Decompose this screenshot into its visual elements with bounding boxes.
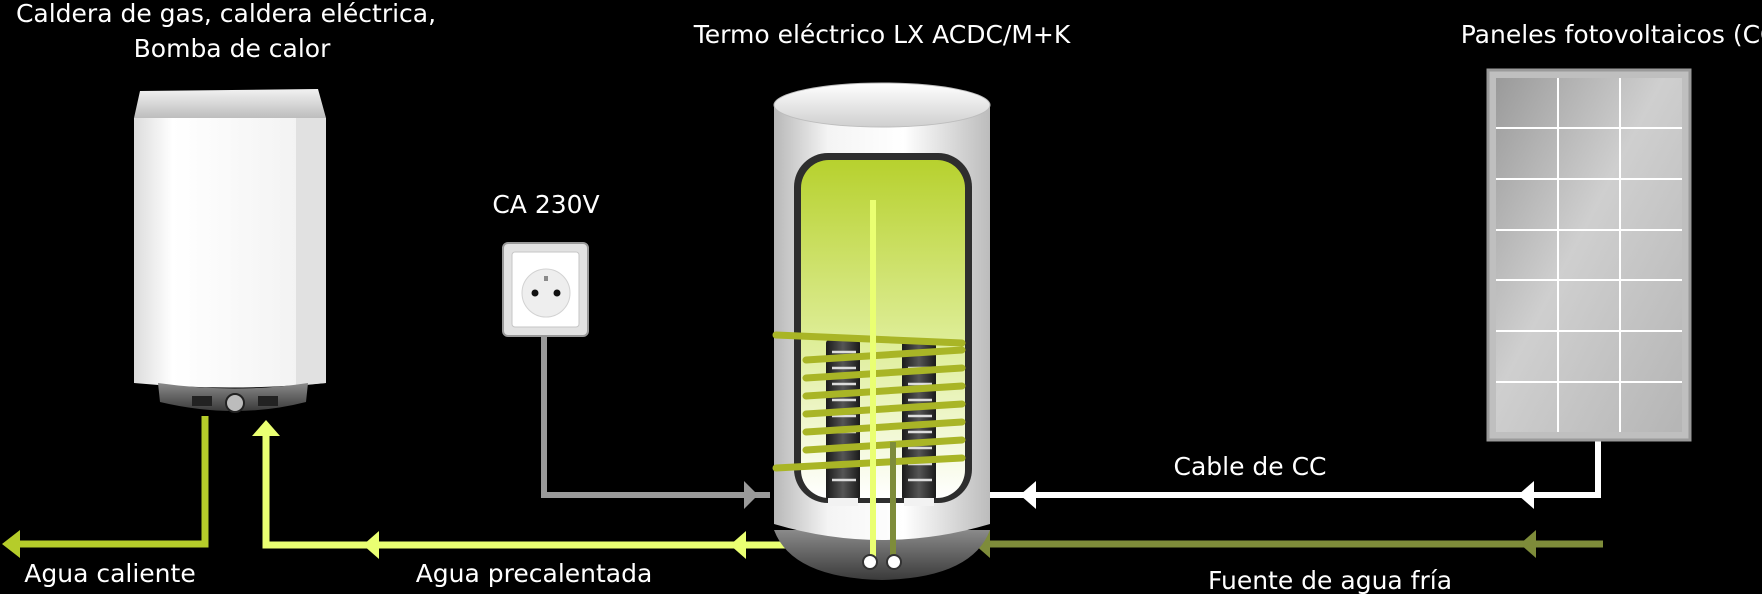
solar-panel-icon (1486, 68, 1692, 442)
preheated-water-line (262, 428, 870, 549)
preheated-water-arrow-right (730, 531, 746, 559)
water-heater-tank-icon (772, 82, 991, 580)
heat-exchanger-coil (772, 331, 966, 472)
cold-water-arrow-right (1520, 530, 1536, 558)
boiler-label-line1: Caldera de gas, caldera eléctrica, (16, 0, 436, 28)
water-heater-label: Termo eléctrico LX ACDC/M+K (693, 20, 1071, 49)
hot-water-arrow (2, 530, 20, 558)
dc-cable-arrow-left (1020, 481, 1036, 509)
heating-element-left (826, 340, 860, 500)
ac-cable-arrow (744, 481, 758, 509)
preheated-water-label: Agua precalentada (416, 559, 653, 588)
boiler-icon (134, 89, 326, 413)
dc-cable-label: Cable de CC (1173, 452, 1326, 481)
heating-element-right (902, 340, 936, 500)
hot-water-label: Agua caliente (24, 559, 195, 588)
preheated-water-arrow-up (252, 420, 280, 436)
dc-cable-arrow-right (1518, 481, 1534, 509)
outlet-label: CA 230V (492, 190, 599, 219)
preheated-water-arrow-left (363, 531, 379, 559)
ac-cable (541, 336, 770, 498)
dc-cable (990, 440, 1601, 498)
boiler-label-line2: Bomba de calor (134, 34, 331, 63)
solar-panels-label: Paneles fotovoltaicos (CC) (1461, 20, 1762, 49)
cold-water-label: Fuente de agua fría (1208, 566, 1452, 594)
hot-water-line (10, 416, 209, 548)
power-outlet-icon (502, 242, 589, 337)
